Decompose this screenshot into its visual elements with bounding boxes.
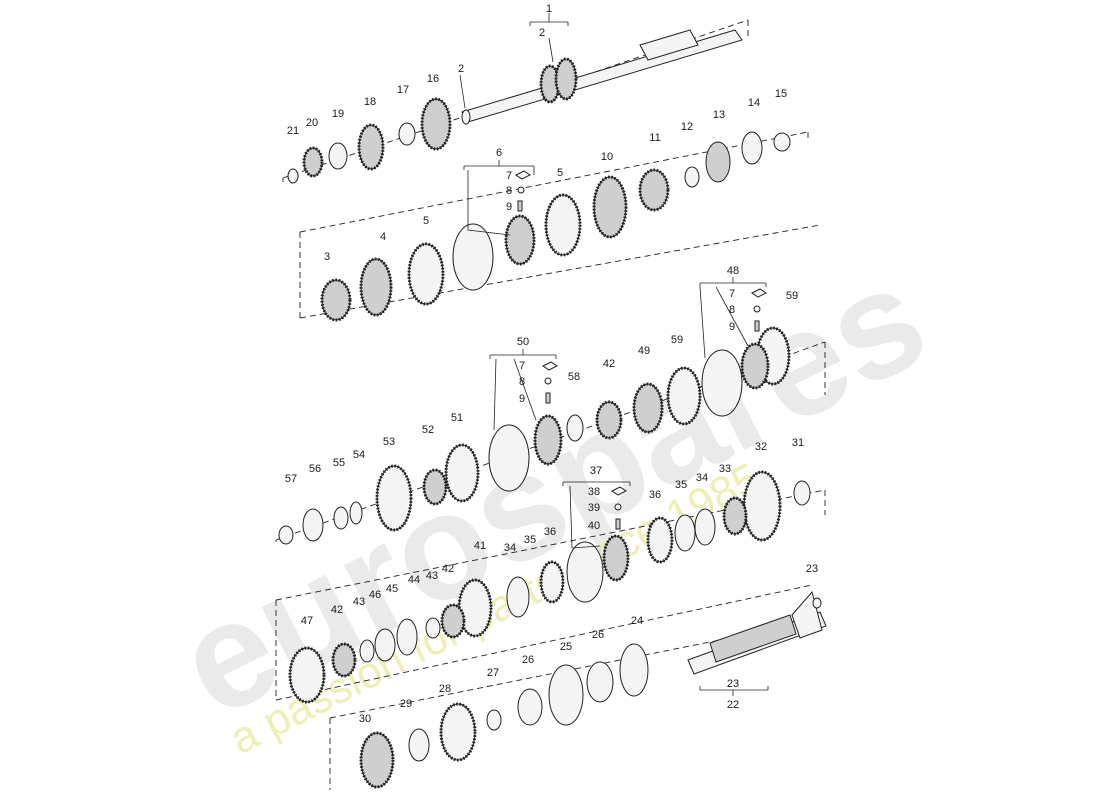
callout-59: 59: [671, 334, 683, 346]
callout-11: 11: [649, 132, 660, 144]
callout-20: 20: [306, 117, 318, 129]
callout-5: 5: [557, 167, 563, 179]
callout-57: 57: [285, 473, 297, 485]
callout-16: 16: [427, 73, 439, 85]
callout-42: 42: [442, 563, 454, 575]
callout-54: 54: [353, 449, 365, 461]
callout-44: 44: [408, 574, 420, 586]
detent-symbols: [515, 170, 767, 530]
callout-36: 36: [649, 489, 661, 501]
callout-3: 3: [324, 251, 330, 263]
input-shaft: [461, 29, 743, 125]
callout-40: 40: [588, 520, 600, 532]
callout-17: 17: [397, 84, 409, 96]
callouts: 1 2 2 21 20 19 18 17 16 14 15 13 12 11 1…: [285, 3, 818, 725]
callout-8: 8: [519, 376, 525, 388]
callout-23: 23: [806, 563, 818, 575]
callout-43: 43: [353, 596, 365, 608]
callout-33: 33: [719, 463, 731, 475]
callout-37: 37: [590, 465, 602, 477]
callout-42: 42: [603, 358, 615, 370]
callout-18: 18: [364, 96, 376, 108]
callout-10: 10: [601, 151, 613, 163]
callout-2: 2: [458, 63, 464, 75]
callout-49: 49: [638, 345, 650, 357]
callout-12: 12: [681, 121, 693, 133]
callout-59: 59: [786, 290, 798, 302]
callout-26: 26: [592, 629, 604, 641]
callout-56: 56: [309, 463, 321, 475]
callout-27: 27: [487, 667, 499, 679]
callout-34: 34: [504, 542, 516, 554]
callout-43: 43: [426, 570, 438, 582]
callout-39: 39: [588, 502, 600, 514]
callout-47: 47: [301, 615, 313, 627]
callout-51: 51: [451, 412, 463, 424]
callout-31: 31: [792, 437, 804, 449]
callout-34: 34: [696, 472, 708, 484]
callout-28: 28: [439, 683, 451, 695]
callout-32: 32: [755, 441, 767, 453]
callout-5: 5: [423, 215, 429, 227]
callout-4: 4: [380, 231, 386, 243]
callout-15: 15: [775, 88, 787, 100]
watermark-brand: eurospares: [153, 232, 950, 749]
callout-13: 13: [713, 109, 725, 121]
callout-7: 7: [729, 288, 735, 300]
callout-42: 42: [331, 604, 343, 616]
leader-lines: [459, 13, 769, 696]
callout-9: 9: [506, 201, 512, 213]
callout-23: 23: [727, 678, 739, 690]
callout-45: 45: [386, 583, 398, 595]
callout-35: 35: [675, 479, 687, 491]
callout-7: 7: [519, 360, 525, 372]
callout-55: 55: [333, 457, 345, 469]
callout-35: 35: [524, 534, 536, 546]
callout-29: 29: [400, 698, 412, 710]
callout-25: 25: [560, 641, 572, 653]
callout-8: 8: [729, 304, 735, 316]
callout-46: 46: [369, 589, 381, 601]
callout-52: 52: [422, 424, 434, 436]
callout-21: 21: [287, 125, 299, 137]
callout-36: 36: [544, 526, 556, 538]
callout-58: 58: [568, 371, 580, 383]
callout-50: 50: [517, 336, 529, 348]
gears: [278, 97, 827, 789]
callout-38: 38: [588, 486, 600, 498]
callout-9: 9: [519, 393, 525, 405]
callout-19: 19: [332, 108, 344, 120]
callout-14: 14: [748, 97, 760, 109]
callout-53: 53: [383, 436, 395, 448]
callout-24: 24: [631, 615, 643, 627]
callout-8: 8: [506, 185, 512, 197]
callout-7: 7: [506, 170, 512, 182]
callout-22: 22: [727, 699, 739, 711]
callout-41: 41: [474, 540, 486, 552]
callout-2: 2: [539, 27, 545, 39]
callout-1: 1: [546, 3, 552, 15]
callout-6: 6: [496, 147, 502, 159]
callout-48: 48: [727, 265, 739, 277]
callout-30: 30: [359, 713, 371, 725]
callout-9: 9: [729, 321, 735, 333]
callout-26: 26: [522, 654, 534, 666]
